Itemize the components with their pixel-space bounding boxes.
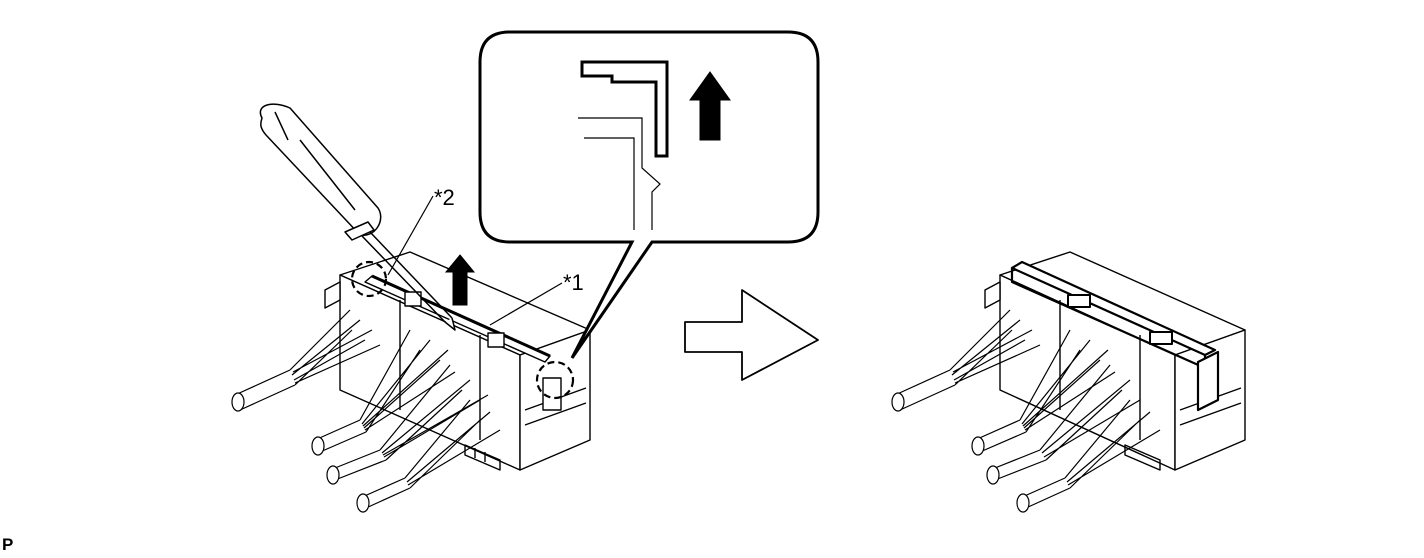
footer-mark: P bbox=[2, 535, 14, 554]
right-wire-bundle bbox=[891, 309, 1161, 513]
callout-part1: *1 bbox=[563, 270, 584, 295]
left-connector bbox=[324, 251, 591, 471]
leader-lines bbox=[387, 195, 563, 326]
right-connector bbox=[984, 251, 1246, 471]
claw-highlight-circles bbox=[350, 260, 575, 400]
callout-part2: *2 bbox=[434, 185, 455, 210]
screwdriver-icon bbox=[259, 103, 456, 331]
magnifier-callout-icon bbox=[478, 30, 820, 359]
right-arrow-icon bbox=[684, 289, 819, 381]
up-arrow-icon bbox=[444, 254, 476, 306]
left-wire-bundle bbox=[231, 309, 501, 513]
